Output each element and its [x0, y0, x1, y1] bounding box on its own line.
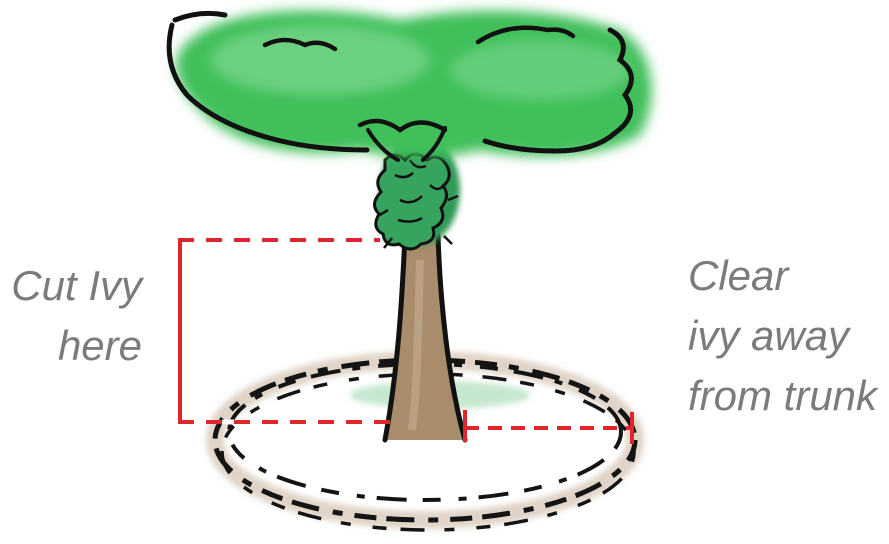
- tree-canopy: [169, 10, 652, 160]
- tree-trunk: [385, 235, 465, 440]
- cut-ivy-label-line-2: here: [8, 316, 142, 376]
- clearance-marker: [465, 410, 632, 444]
- clear-ivy-label-line-1: Clear: [688, 246, 877, 306]
- clear-ivy-label-line-3: from trunk: [688, 366, 877, 426]
- cut-ivy-label-line-1: Cut Ivy: [8, 256, 142, 316]
- cut-ivy-label: Cut Ivy here: [8, 256, 142, 376]
- clear-ivy-label: Clear ivy away from trunk: [688, 246, 877, 426]
- clear-ivy-label-line-2: ivy away: [688, 306, 877, 366]
